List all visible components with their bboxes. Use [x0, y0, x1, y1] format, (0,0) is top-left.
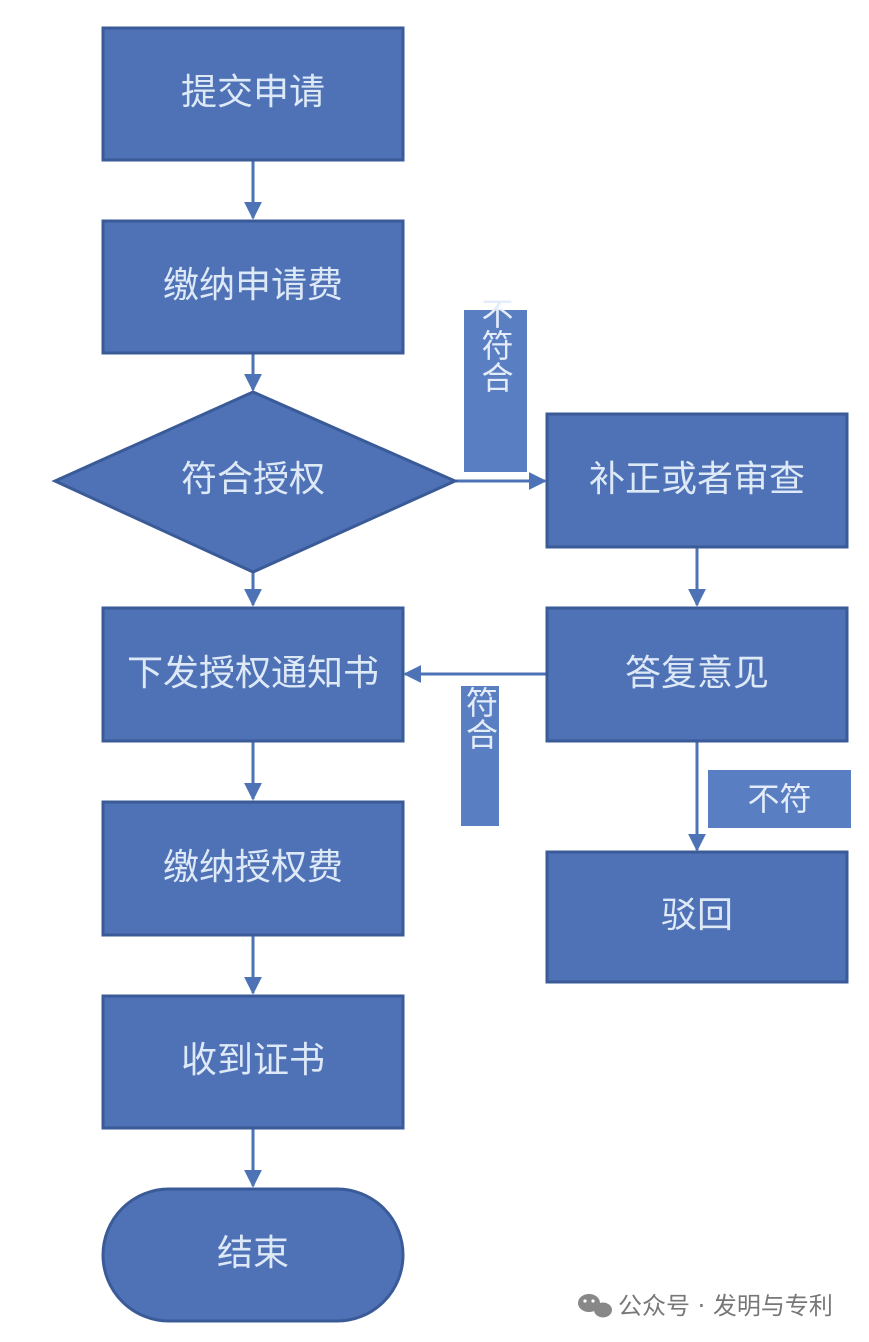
node-submit-application: 提交申请 [101, 26, 405, 162]
node-submit-application-label: 提交申请 [181, 72, 325, 113]
edge-label-not-compliant-2: 不符 [708, 770, 851, 828]
watermark-text: 公众号 · 发明与专利 [618, 1292, 833, 1320]
decision-diamond: 符合授权 [51, 390, 459, 574]
node-reply-opinion-label: 答复意见 [625, 653, 769, 694]
node-pay-grant-fee-label: 缴纳授权费 [163, 847, 343, 888]
node-reply-opinion: 答复意见 [545, 606, 849, 743]
node-reject: 驳回 [545, 850, 849, 984]
node-end: 结束 [101, 1187, 405, 1323]
node-end-label: 结束 [217, 1233, 289, 1274]
edge-label-not-compliant-1-text: 不符合 [477, 297, 515, 393]
node-pay-grant-fee: 缴纳授权费 [101, 800, 405, 937]
node-pay-application-fee-label: 缴纳申请费 [163, 265, 343, 306]
edge-label-compliant: 符合 [461, 686, 499, 826]
node-receive-certificate-label: 收到证书 [181, 1040, 325, 1081]
edge-label-compliant-text: 符合 [461, 686, 499, 750]
node-pay-application-fee: 缴纳申请费 [101, 219, 405, 355]
node-receive-certificate: 收到证书 [101, 994, 405, 1130]
node-issue-grant-notice: 下发授权通知书 [101, 606, 405, 743]
edge-label-not-compliant-1: 不符合 [464, 297, 527, 472]
node-correction-or-review: 补正或者审查 [545, 412, 849, 549]
node-correction-or-review-label: 补正或者审查 [589, 459, 805, 500]
node-issue-grant-notice-label: 下发授权通知书 [127, 653, 379, 694]
edge-label-not-compliant-2-text: 不符 [747, 780, 811, 818]
watermark: 公众号 · 发明与专利 [578, 1292, 833, 1320]
node-reject-label: 驳回 [661, 895, 733, 936]
wechat-icon [578, 1294, 612, 1318]
decision-diamond-label: 符合授权 [181, 459, 325, 500]
